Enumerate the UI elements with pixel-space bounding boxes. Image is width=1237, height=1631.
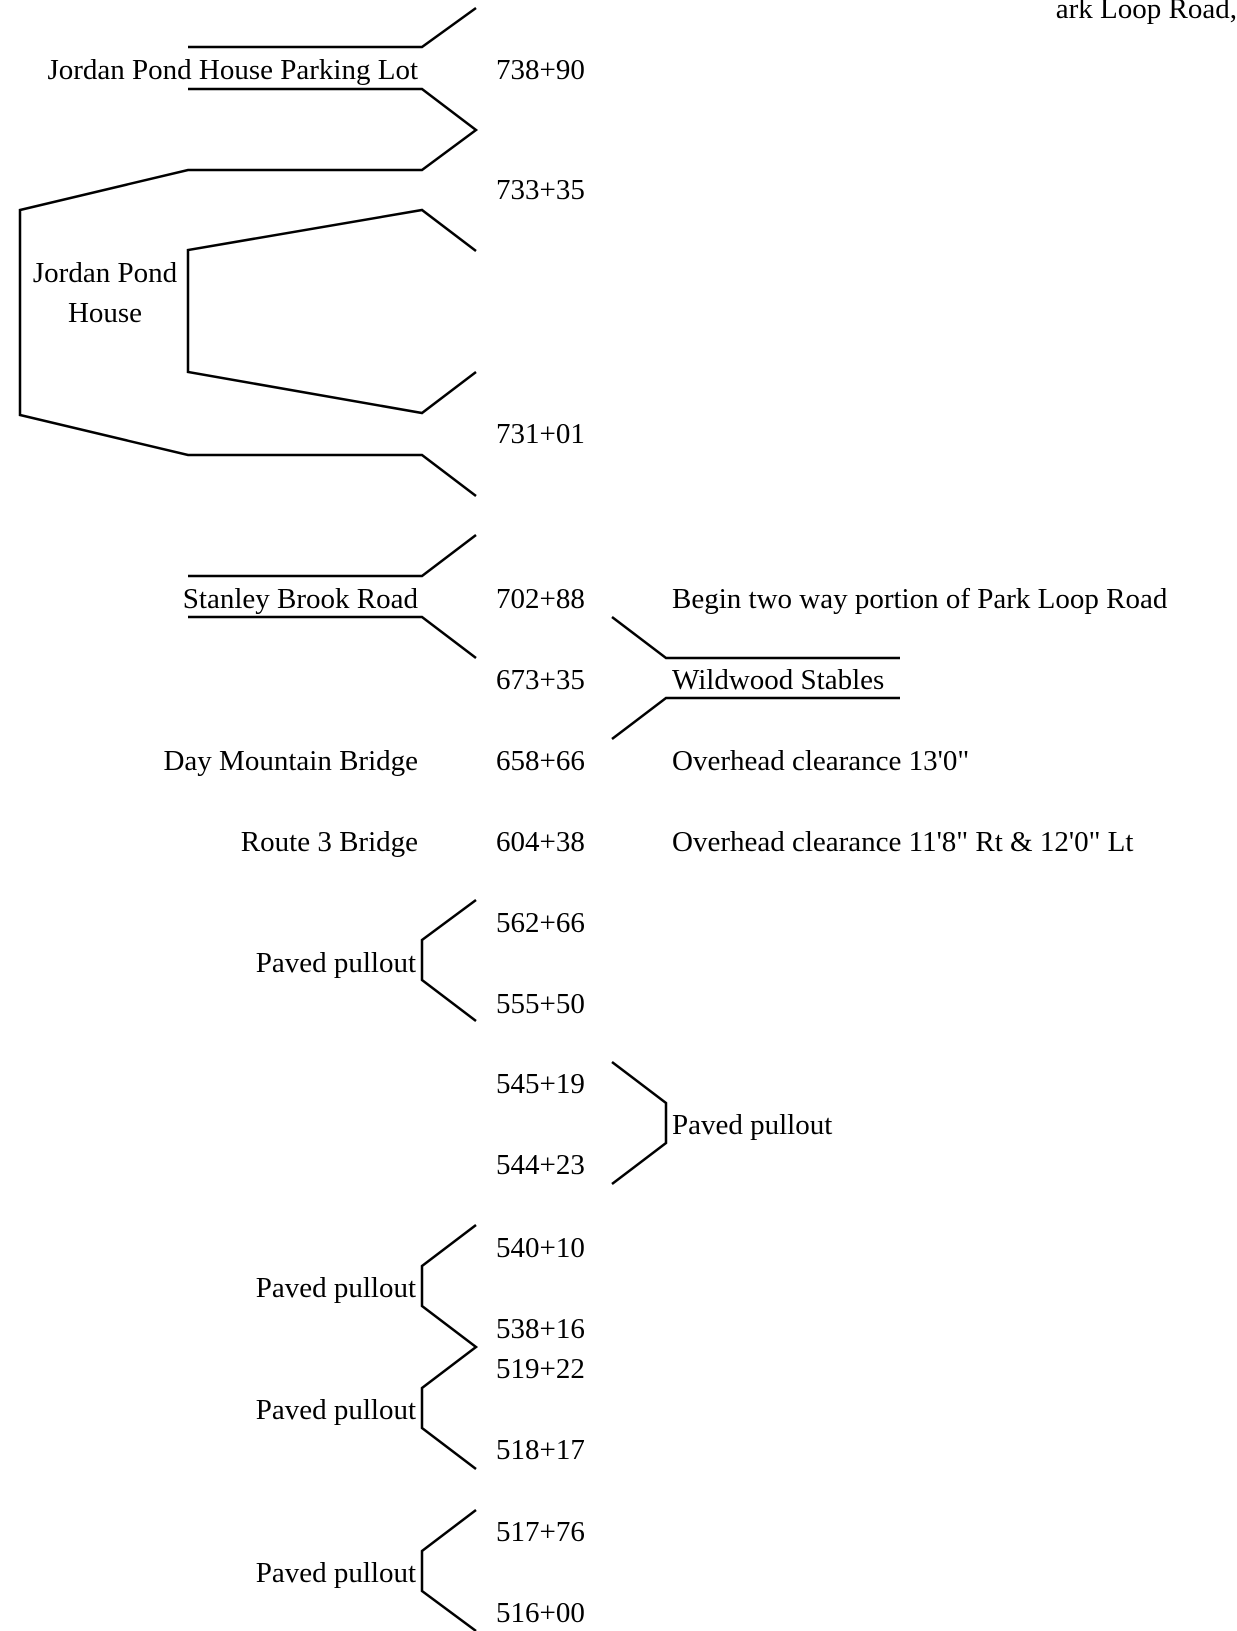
station-562-66: 562+66 <box>496 907 585 939</box>
parking-lot-branch-top <box>188 6 477 49</box>
station-517-76: 517+76 <box>496 1516 585 1548</box>
pullout-2-label: Paved pullout <box>672 1109 832 1141</box>
day-mountain-label: Day Mountain Bridge <box>163 745 418 777</box>
station-555-50: 555+50 <box>496 988 585 1020</box>
jordan-pond-house-label-1: Jordan Pond <box>33 257 178 289</box>
parking-lot-label: Jordan Pond House Parking Lot <box>47 54 418 86</box>
pullout-1-label: Paved pullout <box>256 947 416 979</box>
station-604-38: 604+38 <box>496 826 585 858</box>
wildwood-branch-bottom <box>611 696 900 740</box>
pullout-3-label: Paved pullout <box>256 1272 416 1304</box>
top-fragment-text: ark Loop Road, <box>1056 0 1237 25</box>
station-519-22: 519+22 <box>496 1353 585 1385</box>
day-mountain-clearance: Overhead clearance 13'0" <box>672 745 969 777</box>
station-658-66: 658+66 <box>496 745 585 777</box>
begin-two-way-label: Begin two way portion of Park Loop Road <box>672 583 1168 615</box>
stanley-brook-label: Stanley Brook Road <box>183 583 419 615</box>
station-673-35: 673+35 <box>496 664 585 696</box>
pullout-3-4-bracket <box>420 1224 479 1470</box>
station-733-35: 733+35 <box>496 174 585 206</box>
stanley-brook-branch-bottom <box>188 615 477 659</box>
station-518-17: 518+17 <box>496 1434 585 1466</box>
jordan-pond-house-loop <box>186 208 477 415</box>
pullout-5-label: Paved pullout <box>256 1557 416 1589</box>
stanley-brook-branch-top <box>188 534 477 578</box>
pullout-2-bracket <box>611 1061 668 1185</box>
station-731-01: 731+01 <box>496 418 585 450</box>
wildwood-label: Wildwood Stables <box>672 664 884 696</box>
station-738-90: 738+90 <box>496 54 585 86</box>
pullout-1-bracket <box>420 898 477 1022</box>
route3-clearance: Overhead clearance 11'8" Rt & 12'0" Lt <box>672 826 1133 858</box>
station-540-10: 540+10 <box>496 1232 585 1264</box>
station-538-16: 538+16 <box>496 1313 585 1345</box>
station-702-88: 702+88 <box>496 583 585 615</box>
pullout-4-label: Paved pullout <box>256 1394 416 1426</box>
pullout-5-bracket <box>420 1509 477 1631</box>
parking-lot-branch-bottom <box>18 87 479 497</box>
station-516-00: 516+00 <box>496 1597 585 1629</box>
jordan-pond-house-label-2: House <box>68 297 142 329</box>
station-545-19: 545+19 <box>496 1068 585 1100</box>
station-544-23: 544+23 <box>496 1149 585 1181</box>
route3-label: Route 3 Bridge <box>241 826 418 858</box>
wildwood-branch-top <box>611 616 900 660</box>
